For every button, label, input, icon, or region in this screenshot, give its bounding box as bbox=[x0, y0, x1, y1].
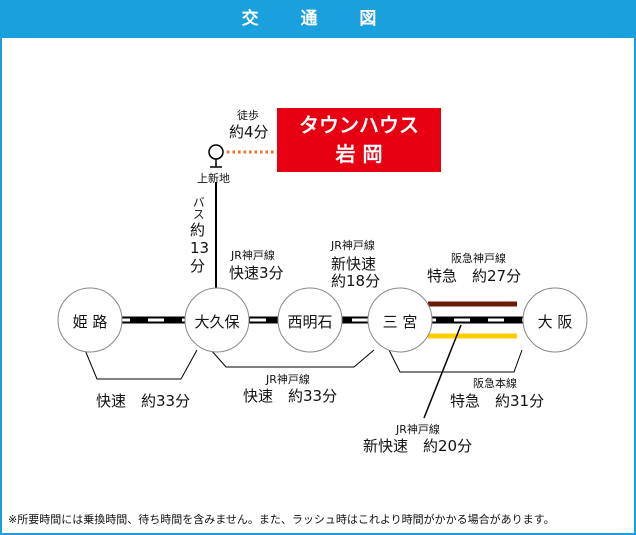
footnote: ※所要時間には乗換時間、待ち時間を含みません。また、ラッシュ時はこれより時間がか… bbox=[8, 513, 555, 526]
okubo-sannomiya-connector bbox=[210, 349, 375, 368]
bus-stop-name: 上新地 bbox=[197, 172, 230, 185]
station-circle bbox=[522, 287, 588, 353]
bus-time-2: 13 bbox=[190, 239, 210, 257]
station-circle bbox=[277, 287, 343, 353]
destination-box: タウンハウス 岩 岡 bbox=[277, 108, 441, 172]
jr-shinkaisoku-pointer bbox=[423, 324, 462, 419]
bus-label: バス bbox=[191, 196, 206, 220]
station-himeji: 姫 路 bbox=[72, 313, 108, 331]
station-osaka: 大 阪 bbox=[537, 313, 573, 331]
route-service: 快速 約33分 bbox=[243, 387, 338, 405]
route-line-label: 阪急本線 bbox=[473, 377, 517, 390]
station-sannomiya: 三 宮 bbox=[382, 313, 418, 331]
route-service: 特急 約31分 bbox=[450, 392, 545, 410]
route-service: 特急 約27分 bbox=[427, 267, 522, 285]
route-service: 快速 約33分 bbox=[96, 392, 191, 410]
route-line-label: JR神戸線 bbox=[396, 423, 440, 436]
walk-label: 徒歩 bbox=[237, 109, 259, 122]
station-circle bbox=[367, 287, 433, 353]
bus-time-1: 約 bbox=[190, 221, 206, 239]
station-okubo: 大久保 bbox=[194, 313, 240, 331]
destination-area: 岩 岡 bbox=[335, 142, 383, 166]
walk-time: 約4分 bbox=[229, 123, 269, 141]
bus-time-3: 分 bbox=[190, 257, 206, 275]
station-circle bbox=[184, 287, 250, 353]
route-line-label: JR神戸線 bbox=[231, 249, 275, 262]
header-title: 交 通 図 bbox=[0, 0, 636, 38]
bus-stop-icon bbox=[208, 144, 224, 160]
station-nishiakashi: 西明石 bbox=[287, 313, 333, 331]
station-circle bbox=[57, 287, 123, 353]
himeji-okubo-connector bbox=[84, 349, 198, 380]
route-line-label: JR神戸線 bbox=[266, 373, 310, 386]
route-line-label: 阪急神戸線 bbox=[451, 252, 506, 265]
route-service: 新快速 約20分 bbox=[363, 437, 473, 455]
sannomiya-osaka-connector bbox=[388, 349, 523, 373]
route-service: 快速3分 bbox=[229, 264, 284, 282]
destination-name: タウンハウス bbox=[299, 113, 419, 137]
route-time: 約18分 bbox=[331, 272, 381, 290]
route-line-label: JR神戸線 bbox=[331, 239, 375, 252]
route-service: 新快速 bbox=[331, 255, 377, 273]
